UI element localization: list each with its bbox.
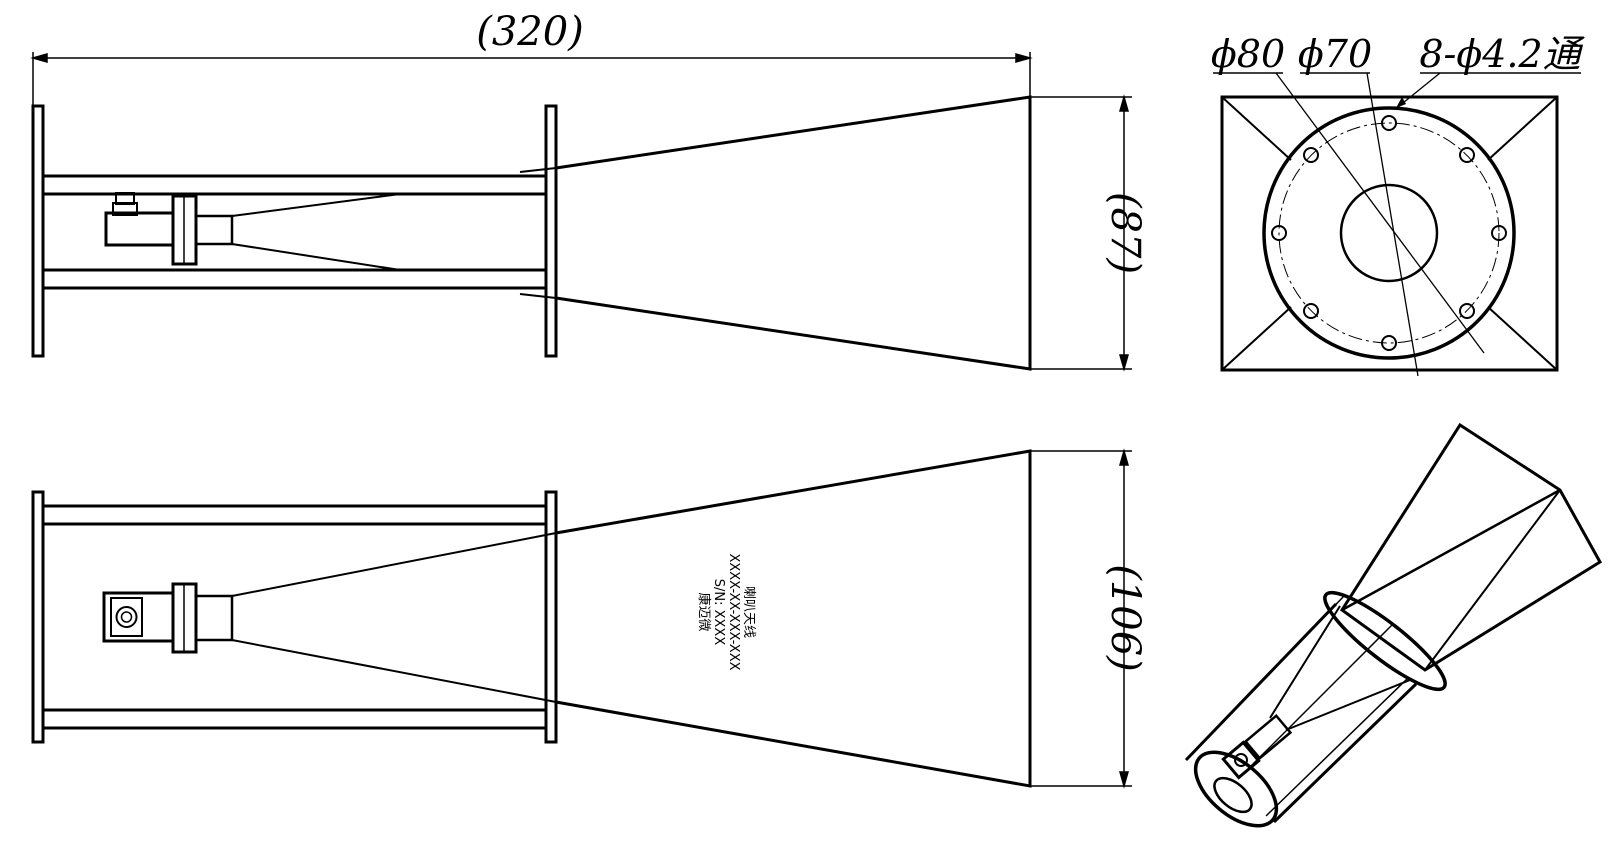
dim-holes-label: 8-ϕ4.2通	[1419, 32, 1585, 76]
nameplate-line1: 喇叭天线	[741, 586, 756, 638]
dim-bolt-circle-label: ϕ70	[1298, 32, 1372, 76]
side-view	[31, 95, 1032, 371]
top-right-flange	[544, 490, 558, 744]
iso-inner-taper-2	[1285, 679, 1411, 731]
bolt-hole	[1491, 225, 1507, 241]
end-view	[1213, 72, 1581, 377]
iso-rear-flange	[1193, 750, 1279, 828]
dim-top-aperture-label: (106)	[1102, 564, 1148, 672]
top-connector-ring	[115, 606, 138, 628]
top-left-flange	[31, 490, 45, 744]
top-view	[31, 449, 1032, 788]
dim-side-aperture-label: (87)	[1102, 192, 1148, 274]
top-inner-taper-lower	[231, 639, 557, 703]
dim-top-aperture	[1030, 448, 1132, 789]
leader-flange-outer	[1275, 72, 1485, 354]
side-connector-nut	[115, 192, 135, 205]
side-inner-taper-lower	[231, 243, 401, 271]
side-horn-flare	[555, 95, 1032, 371]
iso-rod-3	[1272, 682, 1418, 824]
side-horn-upper-taper	[519, 167, 557, 173]
bolt-hole	[1459, 147, 1475, 163]
iso-rear-bore	[1213, 776, 1253, 814]
iso-horn-edge-2	[1424, 489, 1561, 671]
side-right-flange	[544, 104, 558, 358]
nameplate-line3: S/N: XXXX	[711, 579, 726, 646]
iso-rod-4	[1265, 677, 1409, 817]
dim-side-aperture	[1030, 94, 1132, 372]
side-connector-block	[104, 211, 175, 247]
end-corner-bl	[1221, 306, 1292, 371]
leader-holes-arrow	[1396, 97, 1406, 108]
iso-front-flange	[1323, 590, 1447, 692]
iso-connector	[1221, 740, 1261, 780]
top-inner-taper-upper	[231, 532, 557, 597]
leader-holes	[1397, 72, 1441, 108]
side-waveguide	[194, 214, 234, 246]
end-bolt-circle	[1278, 122, 1500, 344]
end-corner-br	[1487, 306, 1558, 371]
bolt-hole	[1303, 303, 1319, 319]
top-connector-square	[110, 597, 143, 637]
end-bolt-holes	[1271, 115, 1507, 351]
dim-flange-outer-label: ϕ80	[1211, 32, 1285, 76]
iso-horn-edge-1	[1341, 488, 1561, 612]
side-left-flange	[31, 104, 45, 358]
end-waveguide-bore	[1339, 183, 1439, 283]
bolt-hole	[1303, 147, 1319, 163]
dim-overall-length	[30, 52, 1033, 106]
end-corner-tl	[1221, 96, 1292, 161]
iso-waveguide	[1243, 713, 1293, 761]
end-flange-outer	[1262, 106, 1516, 360]
top-horn-flare	[555, 449, 1032, 788]
leader-bolt-circle	[1366, 72, 1419, 377]
nameplate-line2: XXXX-XX-XXX-XXX	[726, 553, 741, 670]
iso-rod-2	[1193, 595, 1345, 753]
top-connector-block	[102, 591, 175, 643]
side-horn-lower-taper	[519, 293, 557, 299]
dim-overall-length-label: (320)	[476, 9, 584, 55]
bolt-hole	[1381, 335, 1397, 351]
nameplate: 喇叭天线 XXXX-XX-XXX-XXX S/N: XXXX 康迈微	[696, 553, 756, 670]
iso-inner-taper-1	[1269, 605, 1341, 719]
nameplate-line4: 康迈微	[696, 592, 712, 631]
end-aperture-outline	[1220, 95, 1559, 372]
top-waveguide	[194, 594, 234, 642]
bolt-hole	[1381, 115, 1397, 131]
isometric-view	[1184, 422, 1603, 828]
iso-horn-outline	[1339, 422, 1603, 672]
iso-connector-ring	[1234, 753, 1248, 767]
top-connector-pin	[120, 611, 133, 623]
iso-rod-5	[1243, 624, 1393, 774]
bolt-hole	[1459, 303, 1475, 319]
bolt-hole	[1271, 225, 1287, 241]
side-inner-taper-upper	[231, 193, 401, 217]
end-corner-tr	[1487, 96, 1558, 161]
